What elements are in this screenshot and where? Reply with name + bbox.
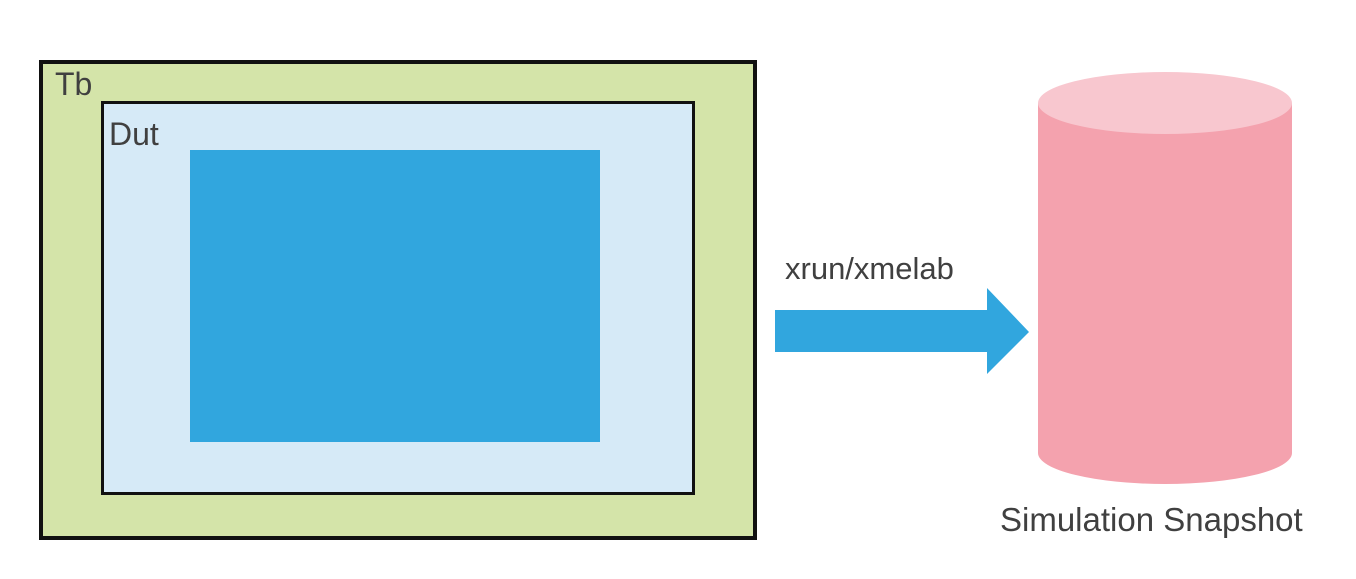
simulation-snapshot-label: Simulation Snapshot bbox=[1000, 501, 1303, 538]
testbench-box: Tb Dut bbox=[39, 60, 757, 540]
arrow-shape bbox=[775, 288, 1029, 374]
dut-box: Dut bbox=[101, 101, 695, 495]
cylinder-top bbox=[1038, 72, 1292, 134]
database-cylinder-icon bbox=[1038, 72, 1292, 484]
testbench-label: Tb bbox=[55, 66, 93, 102]
compile-command-label: xrun/xmelab bbox=[785, 251, 954, 286]
cylinder-body bbox=[1038, 103, 1292, 484]
dut-inner-block bbox=[190, 150, 600, 442]
right-arrow-icon bbox=[775, 288, 1029, 374]
dut-label: Dut bbox=[109, 116, 159, 152]
